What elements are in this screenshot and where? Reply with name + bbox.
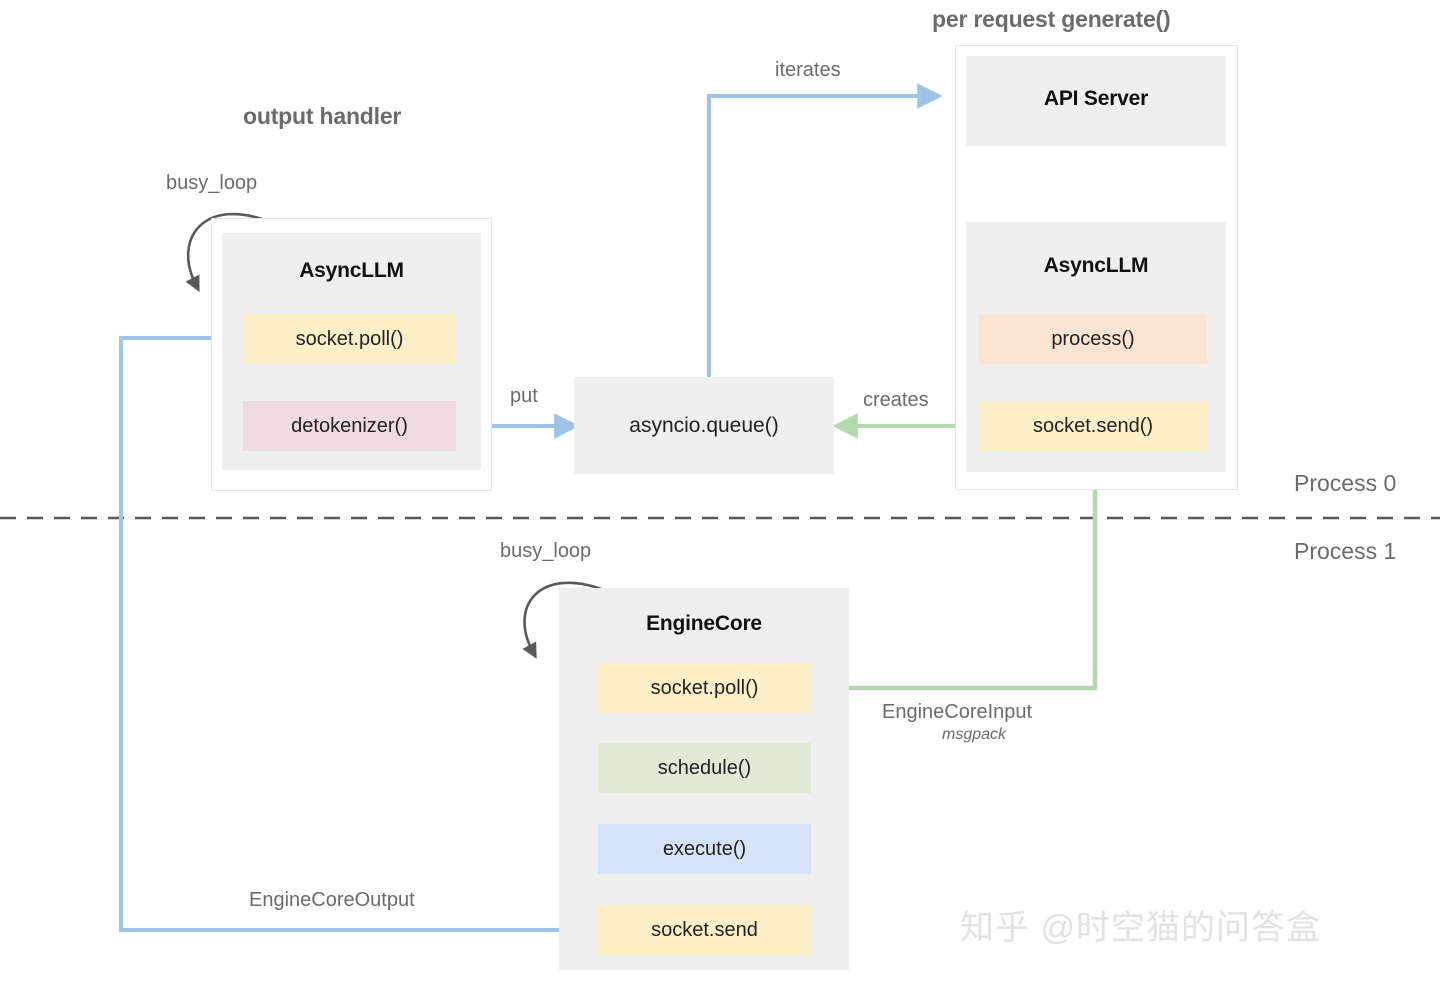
edge-iterates <box>707 83 943 377</box>
label-process-1: Process 1 <box>1294 538 1397 564</box>
label-creates: creates <box>863 389 929 411</box>
chip-socket-poll-asyncllm[interactable]: socket.poll() <box>243 314 456 364</box>
node-asyncio-queue[interactable]: asyncio.queue() <box>574 377 834 474</box>
label-iterates: iterates <box>775 59 841 81</box>
label-engine-core-output: EngineCoreOutput <box>249 889 415 911</box>
chip-execute[interactable]: execute() <box>598 824 811 874</box>
label-engine-core-input-sub: msgpack <box>942 726 1007 743</box>
chip-socket-send-asyncllm[interactable]: socket.send() <box>979 401 1207 451</box>
chip-schedule[interactable]: schedule() <box>598 743 811 793</box>
node-api-server[interactable]: API Server <box>966 56 1226 146</box>
node-asyncllm-left-title: AsyncLLM <box>299 259 404 282</box>
title-output-handler: output handler <box>243 103 402 129</box>
label-busy-loop-engine: busy_loop <box>500 540 592 562</box>
watermark: 知乎 @时空猫的问答盒 <box>960 909 1321 947</box>
label-put: put <box>510 385 538 407</box>
chip-detokenizer[interactable]: detokenizer() <box>243 401 456 451</box>
node-engine-core-title: EngineCore <box>646 612 762 635</box>
label-engine-core-input: EngineCoreInput <box>882 701 1033 723</box>
label-busy-loop-left: busy_loop <box>166 172 258 194</box>
chip-socket-send-enginecore[interactable]: socket.send <box>598 905 811 955</box>
chip-socket-poll-enginecore[interactable]: socket.poll() <box>598 663 811 713</box>
label-process-0: Process 0 <box>1294 470 1397 496</box>
title-per-request-generate: per request generate() <box>932 6 1171 32</box>
node-api-server-title: API Server <box>1043 87 1149 110</box>
node-asyncllm-right-title: AsyncLLM <box>1043 254 1149 277</box>
chip-process[interactable]: process() <box>979 314 1207 364</box>
